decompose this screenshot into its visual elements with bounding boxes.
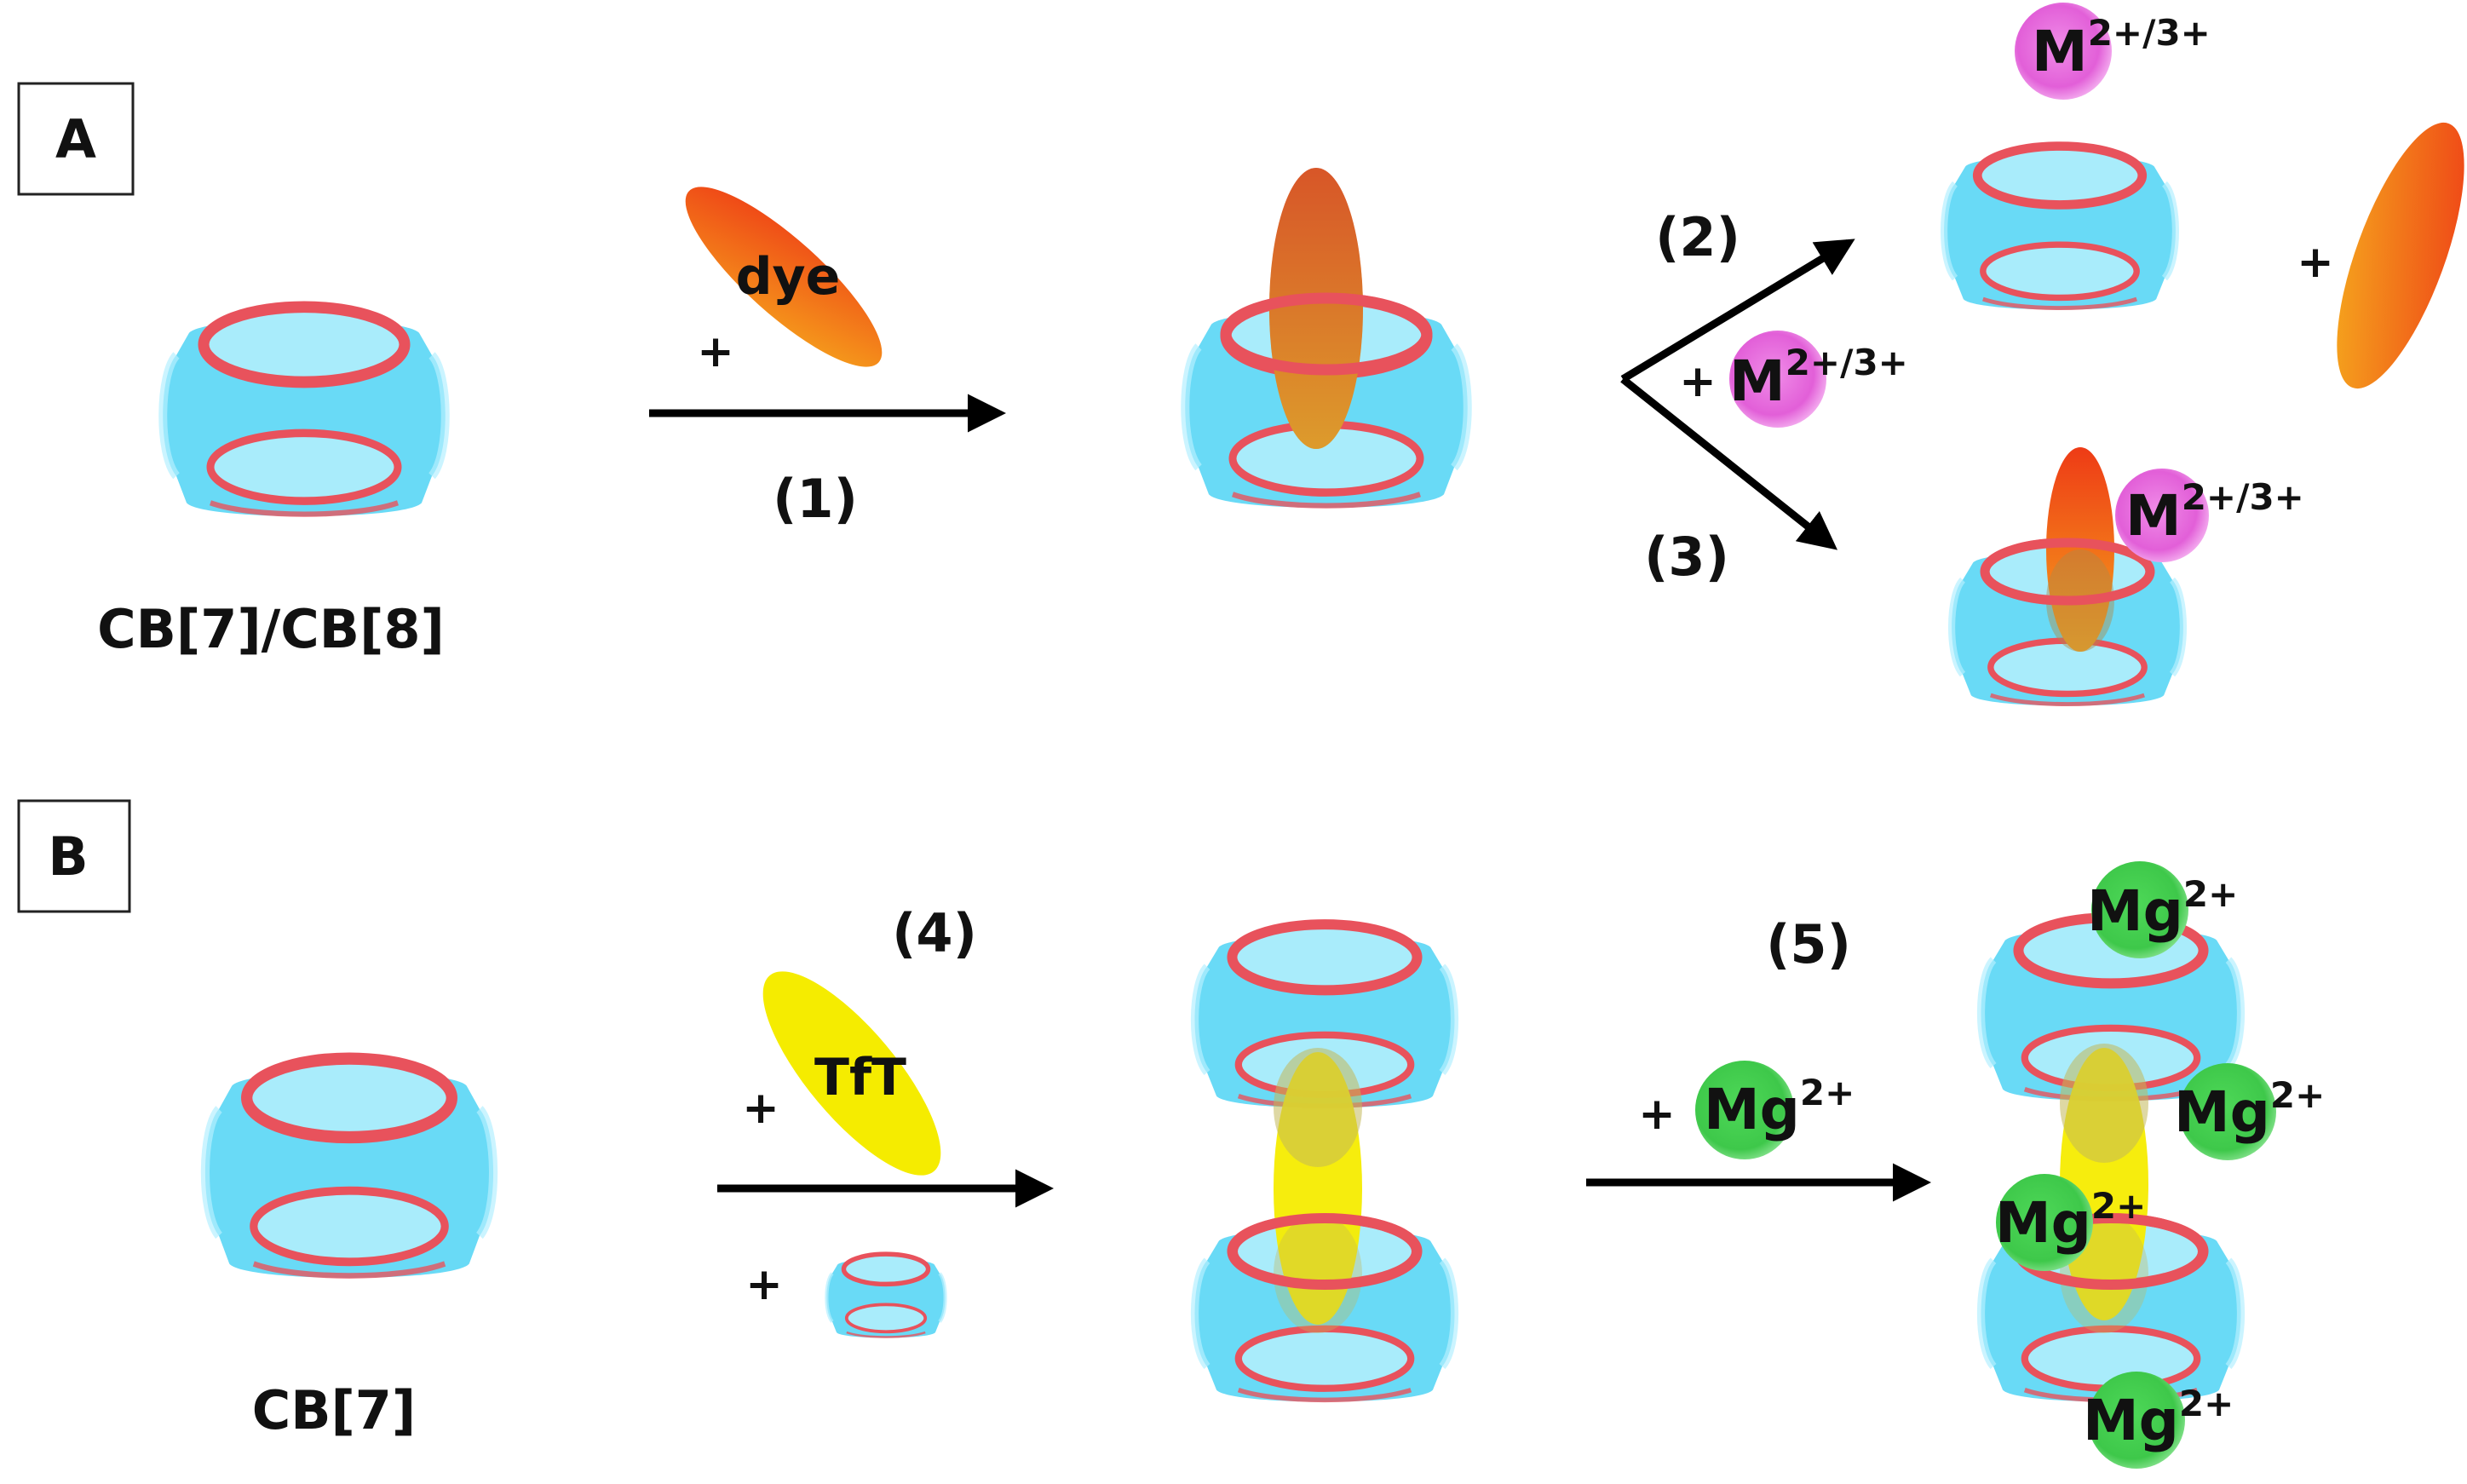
metal-ion-reagent xyxy=(1729,331,1826,428)
cb-metal-complex xyxy=(1944,147,2176,310)
mg-ion-right-label: Mg2+ xyxy=(2174,1074,2325,1145)
metal-ion-bound-top-label: M2+/3+ xyxy=(2032,12,2211,84)
step-5-label: (5) xyxy=(1766,913,1851,975)
mg-ion-right xyxy=(2179,1063,2276,1160)
panel-b: B CB[7] (4) TfT + + xyxy=(17,799,2325,1469)
mg-ion-left-label: Mg2+ xyxy=(1995,1185,2146,1256)
dye-guest-released xyxy=(2337,122,2464,389)
panel-b-label: B xyxy=(48,825,88,888)
mg-ion-bottom-label: Mg2+ xyxy=(2083,1383,2234,1453)
mg-ion-left xyxy=(1996,1174,2093,1271)
plus-sign-a2: + xyxy=(1679,356,1717,407)
cb7-host-free xyxy=(205,1059,493,1278)
plus-sign-b2: + xyxy=(745,1259,783,1310)
mg-ion-bottom xyxy=(2088,1372,2185,1469)
arrow-step-2 xyxy=(1620,239,1855,383)
cb7-tft-mg-complex: Mg2+ Mg2+ Mg2+ Mg2+ xyxy=(1981,861,2325,1469)
mg-ion-top-label: Mg2+ xyxy=(2087,873,2238,944)
step-2-label: (2) xyxy=(1655,206,1740,268)
dye-guest-free xyxy=(685,187,883,367)
metal-ion-bound-top xyxy=(2015,3,2112,100)
step-1-label: (1) xyxy=(773,468,858,530)
mg-ion-reagent xyxy=(1695,1061,1794,1159)
cb7-second-host xyxy=(826,1254,945,1337)
cb7-tft-2to1-complex xyxy=(1195,924,1455,1401)
plus-sign-b3: + xyxy=(1638,1089,1676,1140)
mg-ion-top xyxy=(2091,861,2188,958)
tft-guest-free xyxy=(762,971,941,1176)
plus-sign-a1: + xyxy=(697,326,734,377)
arrow-step-3 xyxy=(1620,376,1838,550)
panel-a-label: A xyxy=(55,108,96,170)
cb-dye-complex xyxy=(1185,168,1468,508)
step-4-label: (4) xyxy=(892,902,977,964)
host-label-a: CB[7]/CB[8] xyxy=(97,598,445,660)
panel-b-label-box xyxy=(17,799,131,913)
step-3-label: (3) xyxy=(1644,526,1729,588)
metal-ion-bound-rim xyxy=(2115,469,2209,562)
cb-host-free-a xyxy=(163,307,446,516)
plus-sign-b1: + xyxy=(742,1083,779,1134)
panel-a: A CB[7]/CB[8] dye + (1) (2) (3) + xyxy=(17,3,2464,705)
metal-ion-reagent-label: M2+/3+ xyxy=(1729,342,1908,414)
plus-sign-a3: + xyxy=(2297,237,2334,288)
tft-label: TfT xyxy=(814,1048,906,1107)
dye-label: dye xyxy=(736,247,841,307)
host-label-b: CB[7] xyxy=(252,1379,417,1441)
panel-a-label-box xyxy=(17,82,135,196)
cb-dye-metal-ternary: M2+/3+ xyxy=(1952,447,2304,705)
mg-ion-reagent-label: Mg2+ xyxy=(1704,1072,1855,1142)
metal-ion-bound-rim-label: M2+/3+ xyxy=(2125,476,2304,549)
